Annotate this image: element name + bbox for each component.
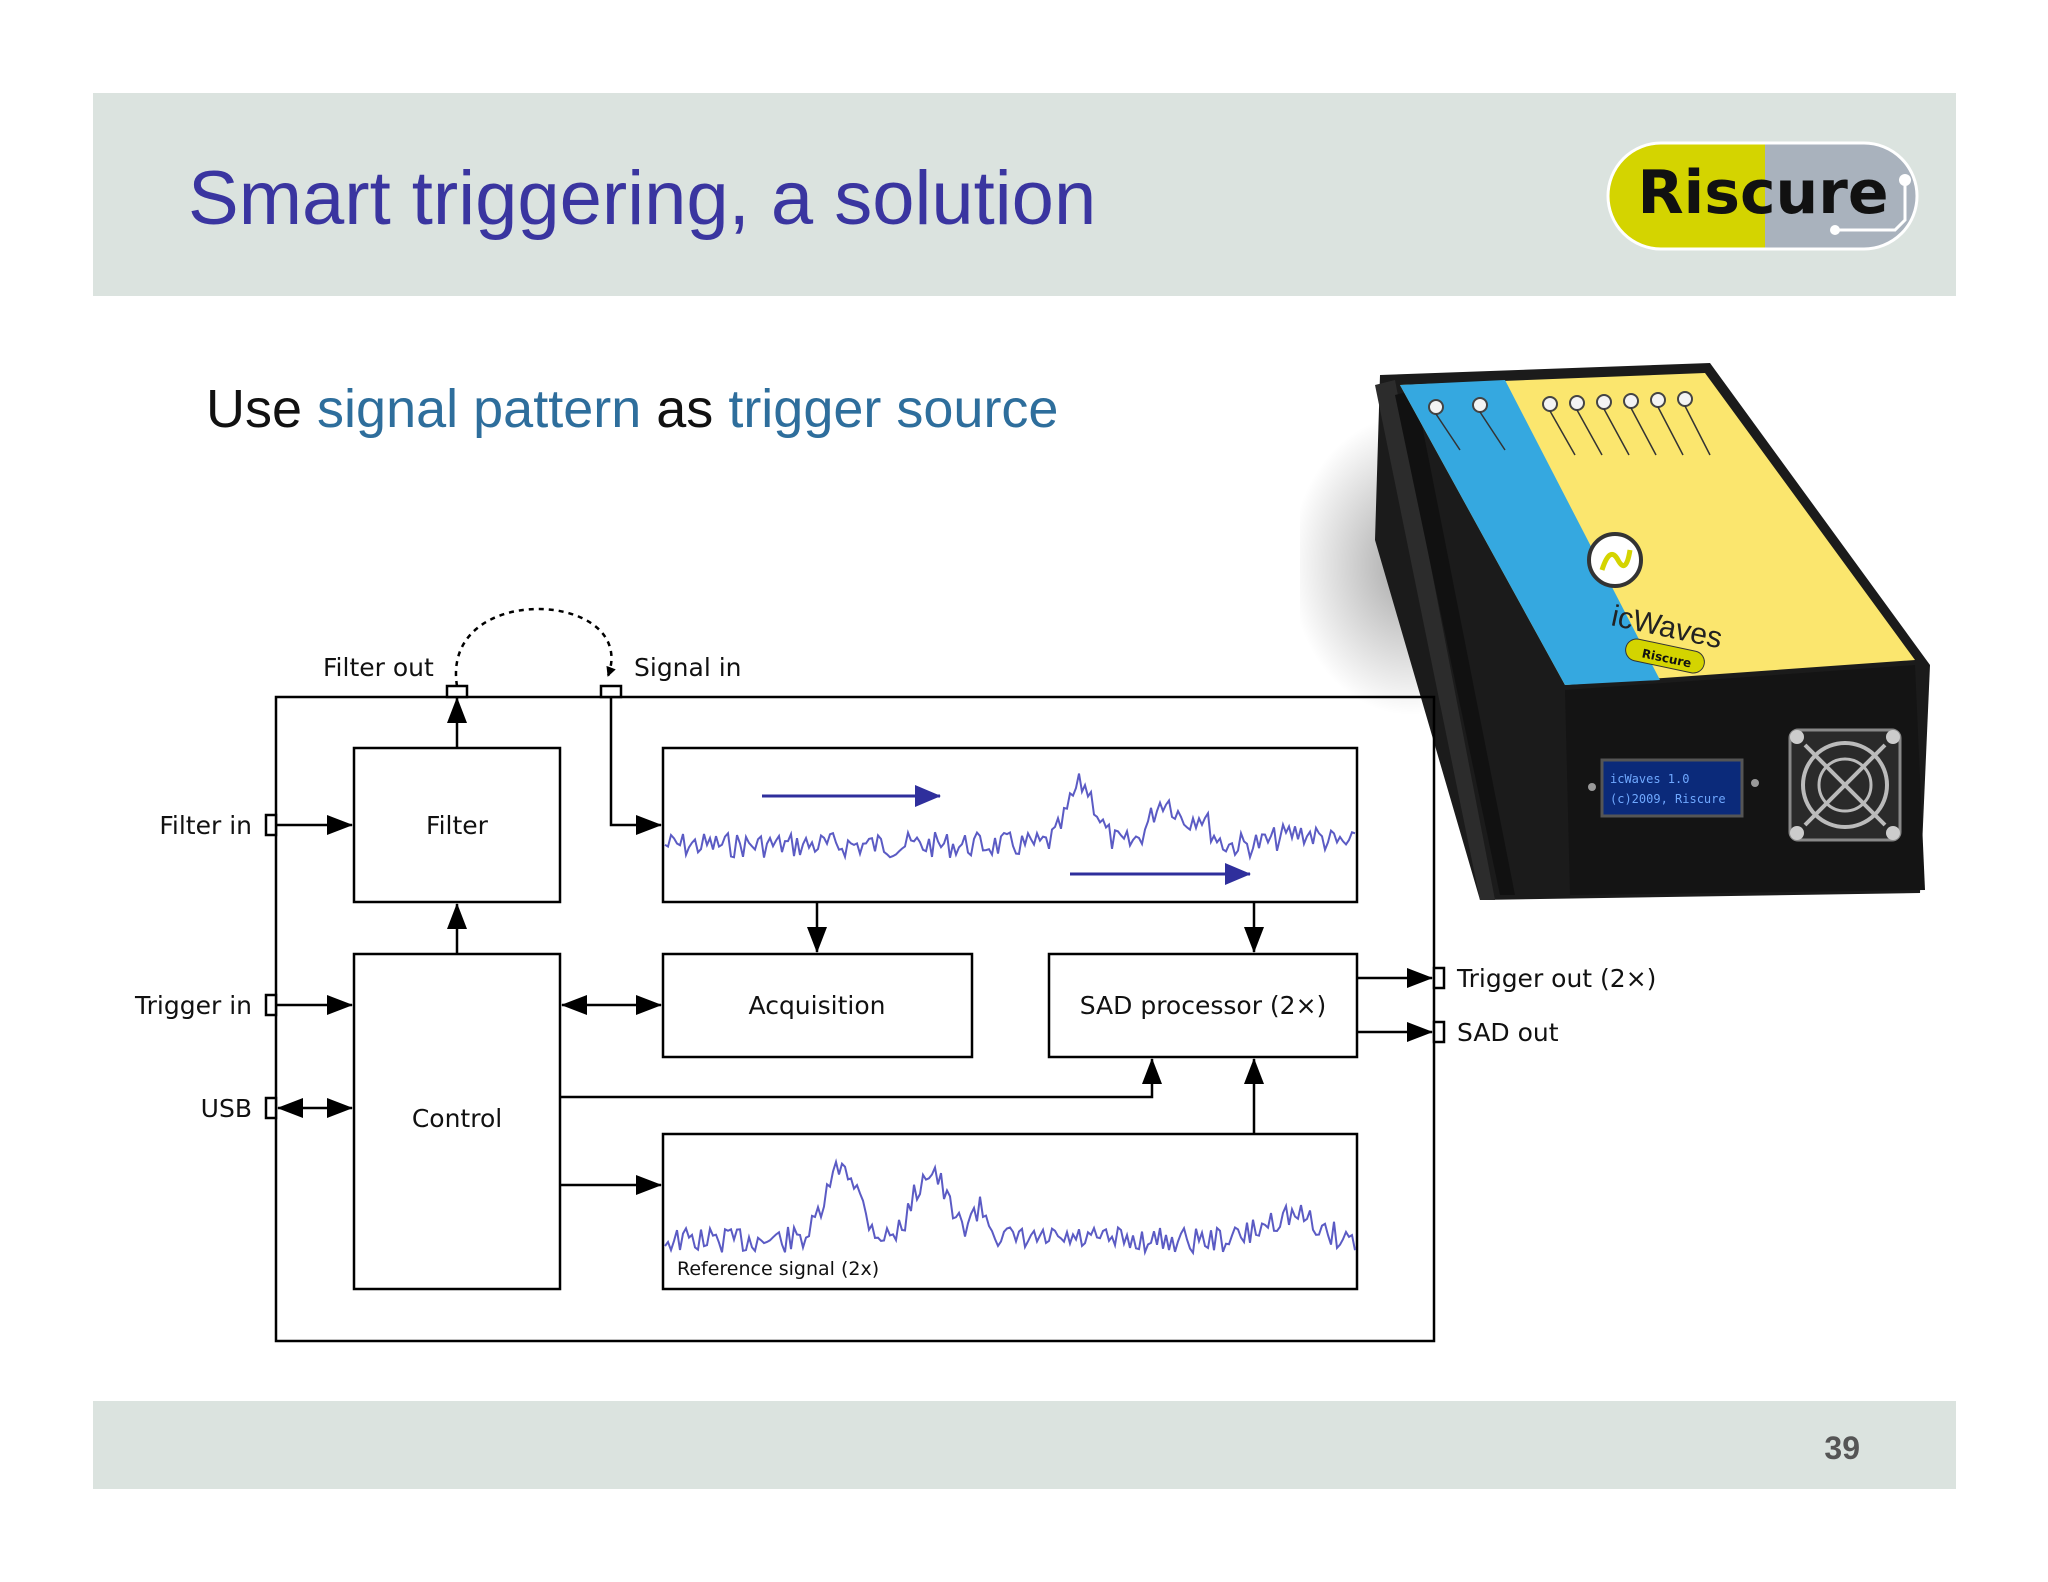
signal-view-block — [661, 746, 1359, 904]
trigger-in-port — [264, 993, 278, 1017]
filter-block-label: Filter — [426, 811, 489, 840]
acquisition-block-label: Acquisition — [749, 991, 886, 1020]
reference-signal-block — [661, 1132, 1359, 1291]
subtitle-part2: as — [641, 379, 729, 439]
slide-title: Smart triggering, a solution — [188, 156, 1097, 241]
control-block — [352, 952, 562, 1291]
signal-waveform — [664, 773, 1356, 861]
reference-waveform — [664, 1158, 1356, 1256]
subtitle-highlight-trigger-source: trigger source — [728, 379, 1059, 439]
signal-in-arrow — [609, 697, 662, 835]
sad-out-label: SAD out — [1457, 1018, 1559, 1047]
subtitle-part1: Use — [206, 379, 318, 439]
filter-in-port — [264, 813, 278, 837]
fan-grille — [1788, 728, 1902, 842]
usb-label: USB — [201, 1094, 252, 1123]
device-top-blue — [1400, 380, 1660, 685]
trigger-out-port — [1432, 966, 1446, 990]
signal-in-label: Signal in — [634, 653, 742, 682]
reference-signal-label: Reference signal (2x) — [677, 1258, 879, 1280]
page-number: 39 — [1824, 1430, 1860, 1466]
filter-out-label: Filter out — [323, 653, 434, 682]
lcd-line-2: (c)2009, Riscure — [1610, 792, 1726, 806]
footer-band — [93, 1401, 1956, 1489]
lcd-display — [1600, 758, 1744, 818]
riscure-logo: Riscure — [1606, 141, 1919, 251]
sad-processor-block-label: SAD processor (2×) — [1080, 991, 1327, 1020]
trigger-in-label: Trigger in — [134, 991, 252, 1020]
filter-block — [352, 746, 562, 904]
logo-text: Riscure — [1637, 158, 1888, 228]
lcd-line-1: icWaves 1.0 — [1610, 772, 1689, 786]
device-boundary-box — [274, 695, 1436, 1343]
trigger-out-label: Trigger out (2×) — [1456, 964, 1656, 993]
device-logo-circle — [1587, 532, 1643, 588]
sad-processor-block — [1047, 952, 1359, 1059]
filter-out-port — [445, 684, 469, 699]
filter-in-label: Filter in — [159, 811, 252, 840]
device-side-ridge — [1375, 380, 1495, 900]
icwaves-device-photo: icWaves Riscure icWaves 1.0 (c)2009, Ris… — [1300, 363, 1930, 900]
subtitle: Use signal pattern as trigger source — [206, 378, 1058, 440]
filter-loop-dashed-arrow — [454, 607, 616, 687]
control-to-sad-arrow — [560, 1058, 1162, 1099]
panel-connector-lines — [1435, 405, 1711, 456]
acquisition-block — [661, 952, 974, 1059]
usb-port — [264, 1096, 278, 1120]
signal-in-port — [599, 684, 623, 699]
control-block-label: Control — [412, 1104, 502, 1133]
subtitle-highlight-signal-pattern: signal pattern — [317, 379, 642, 439]
sad-out-port — [1432, 1020, 1446, 1044]
